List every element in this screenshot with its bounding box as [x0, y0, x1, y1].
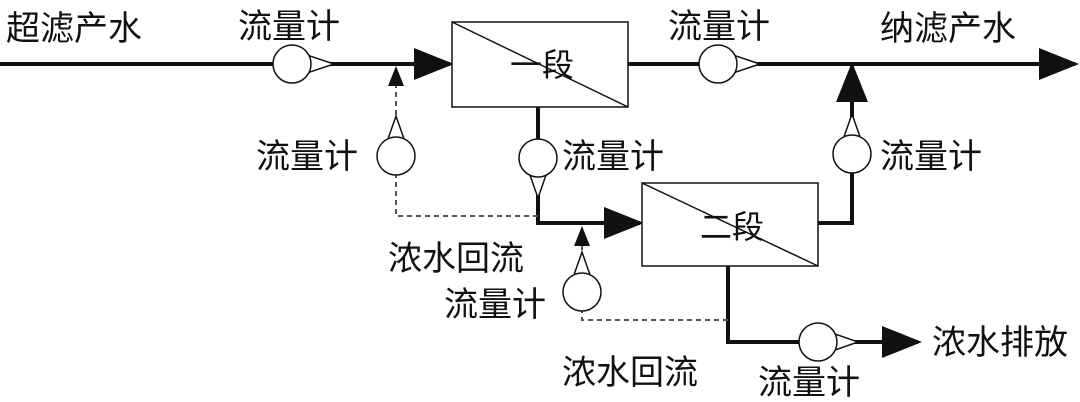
flowmeter-icon-recycle-1 [376, 113, 416, 176]
flowmeter-icon-inlet [272, 44, 337, 84]
nf-permeate-label: 纳滤产水 [880, 9, 1016, 49]
flowmeter-label-stage1-permeate: 流量计 [668, 7, 770, 47]
concentrate-discharge-label: 浓水排放 [932, 323, 1068, 363]
flowmeter-icon-stage1-concentrate [518, 138, 558, 201]
stage2-membrane: 二段 [641, 182, 819, 267]
stage1-membrane: 一段 [451, 21, 629, 108]
recycle-line-1 [388, 66, 538, 217]
flowmeter-icon-recycle-2 [562, 249, 602, 312]
flowmeter-label-discharge: 流量计 [758, 363, 860, 402]
flowmeter-label-stage1-concentrate: 流量计 [562, 137, 664, 177]
stage2-label: 二段 [700, 208, 764, 246]
stage1-label: 一段 [510, 46, 574, 84]
concentrate-recycle-label-2: 浓水回流 [562, 353, 698, 393]
flowmeter-icon-stage1-permeate [698, 44, 763, 84]
concentrate-recycle-label-1: 浓水回流 [388, 239, 524, 279]
flowmeter-label-inlet: 流量计 [238, 7, 340, 47]
uf-permeate-label: 超滤产水 [6, 9, 142, 49]
flowmeter-label-stage2-permeate: 流量计 [880, 137, 982, 177]
flowmeter-icon-discharge [798, 322, 861, 362]
flowmeter-label-recycle-2: 流量计 [444, 285, 546, 325]
flowmeter-icon-stage2-permeate [832, 111, 872, 174]
flowmeter-label-recycle-1: 流量计 [256, 137, 358, 177]
